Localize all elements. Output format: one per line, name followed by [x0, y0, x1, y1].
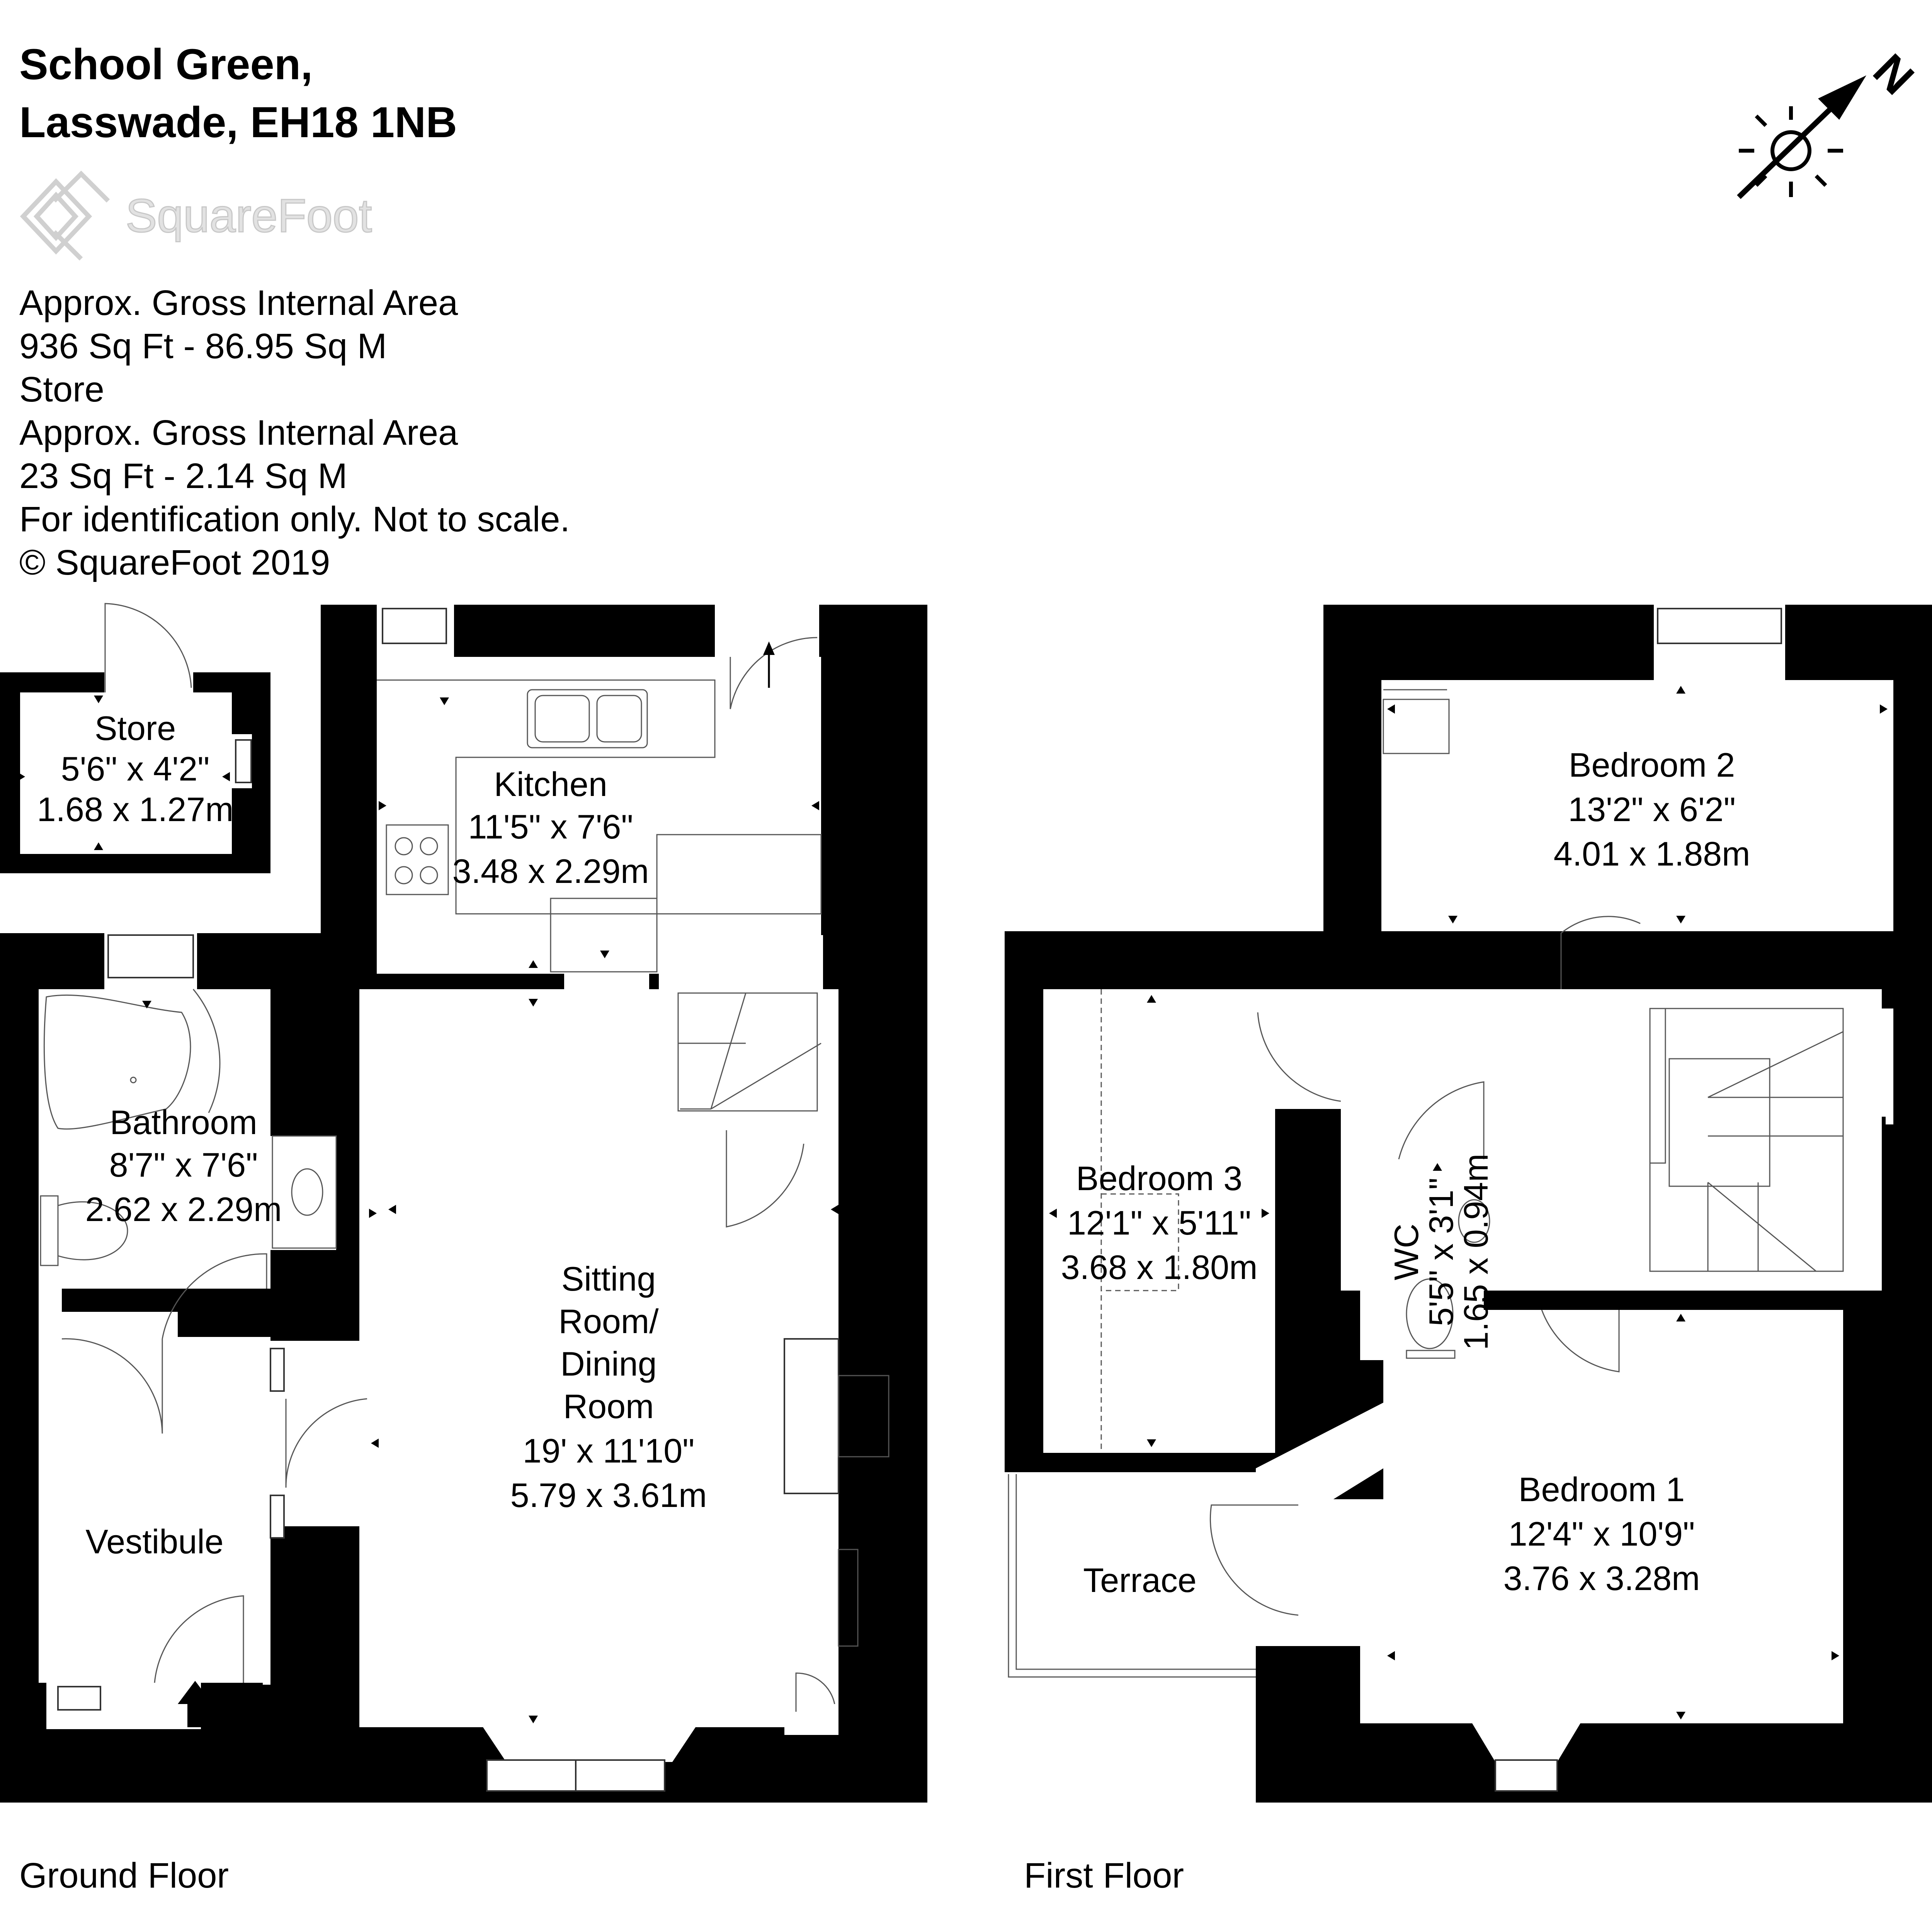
- ground-dimension-arrows: [17, 696, 838, 1723]
- bedroom3-imperial: 12'1" x 5'11": [1067, 1204, 1251, 1242]
- washbasin-icon: [291, 1168, 323, 1216]
- kitchen-imperial: 11'5" x 7'6": [468, 808, 633, 846]
- sitting-name-3: Dining: [560, 1345, 656, 1383]
- bathroom-metric: 2.62 x 2.29m: [85, 1190, 282, 1228]
- bedroom1-window: [1495, 1759, 1558, 1792]
- sitting-imperial: 19' x 11'10": [523, 1432, 695, 1470]
- sitting-name-4: Room: [563, 1387, 654, 1425]
- sitting-metric: 5.79 x 3.61m: [510, 1476, 707, 1514]
- bedroom1-metric: 3.76 x 3.28m: [1503, 1559, 1700, 1597]
- wc-door: [1398, 1081, 1485, 1160]
- ground-floor: Store 5'6" x 4'2" 1.68 x 1.27m Kitchen 1…: [0, 603, 927, 1895]
- front-door: [154, 1595, 244, 1683]
- fireplace-hearth: [838, 1375, 889, 1458]
- bedroom3-name: Bedroom 3: [1076, 1159, 1242, 1197]
- bedroom2-metric: 4.01 x 1.88m: [1554, 835, 1750, 873]
- squarefoot-logo-icon: [20, 170, 110, 261]
- first-floor-label: First Floor: [1024, 1856, 1184, 1895]
- bedroom2-imperial: 13'2" x 6'2": [1568, 790, 1736, 828]
- compass: N: [1737, 44, 1924, 199]
- terrace-rail: [1008, 1474, 1256, 1678]
- store-metric: 1.68 x 1.27m: [37, 790, 234, 828]
- bathroom-window: [107, 934, 194, 978]
- kitchen-name: Kitchen: [494, 765, 607, 803]
- area-line-2: 936 Sq Ft - 86.95 Sq M: [19, 327, 387, 366]
- hob-icon: [386, 824, 449, 895]
- vestibule-inner-door: [285, 1398, 367, 1488]
- area-line-3: Store: [19, 370, 104, 409]
- bedroom3-door: [1257, 1012, 1341, 1102]
- header: School Green, Lasswade, EH18 1NB SquareF…: [19, 40, 1924, 582]
- area-line-6: For identification only. Not to scale.: [19, 500, 570, 539]
- area-line-4: Approx. Gross Internal Area: [19, 413, 458, 452]
- vestibule-cupboard-door: [61, 1338, 163, 1434]
- ground-room-labels: Store 5'6" x 4'2" 1.68 x 1.27m Kitchen 1…: [37, 709, 707, 1561]
- first-floor-dimension-arrows: [1049, 686, 1888, 1719]
- wc-toilet-icon: [1406, 1278, 1454, 1349]
- bathroom-door: [162, 1253, 267, 1339]
- kitchen-fittings: [377, 637, 822, 973]
- bathroom-name: Bathroom: [110, 1103, 257, 1141]
- address-line-2: Lasswade, EH18 1NB: [19, 98, 457, 146]
- area-line-5: 23 Sq Ft - 2.14 Sq M: [19, 456, 347, 496]
- bedroom2-name: Bedroom 2: [1569, 746, 1735, 784]
- kitchen-sink-icon: [527, 689, 648, 748]
- sun-icon: [1739, 106, 1843, 197]
- compass-north-label: N: [1864, 44, 1924, 104]
- first-floor-stairs: [1100, 989, 1844, 1453]
- bedroom1-door: [1541, 1310, 1620, 1372]
- area-line-1: Approx. Gross Internal Area: [19, 283, 458, 323]
- wc-imperial: 5'5" x 3'1": [1422, 1178, 1460, 1327]
- ground-left-walls: [0, 933, 377, 1803]
- squarefoot-logo: SquareFoot: [20, 170, 372, 261]
- kitchen-worktop: [377, 679, 716, 915]
- terrace-door: [1209, 1504, 1299, 1616]
- kitchen-back-door: [730, 637, 818, 709]
- first-floor: Bedroom 2 13'2" x 6'2" 4.01 x 1.88m Bedr…: [1005, 605, 1932, 1895]
- store-imperial: 5'6" x 4'2": [61, 750, 210, 788]
- washbasin-unit: [272, 1135, 337, 1249]
- sitting-room-door: [726, 1130, 804, 1228]
- wc-name: WC: [1387, 1224, 1425, 1281]
- bathroom-imperial: 8'7" x 7'6": [109, 1146, 258, 1184]
- north-arrow-icon: [1737, 75, 1866, 199]
- first-floor-doors: [1209, 689, 1641, 1616]
- bedroom1-imperial: 12'4" x 10'9": [1509, 1515, 1695, 1553]
- bedroom2-window: [1657, 608, 1782, 644]
- area-line-7: © SquareFoot 2019: [19, 543, 330, 582]
- toilet-icon: [57, 1201, 128, 1260]
- wc-metric: 1.65 x 0.94m: [1457, 1154, 1495, 1350]
- ground-stairs: [677, 992, 821, 1112]
- wc-basin-icon: [1458, 1199, 1490, 1243]
- squarefoot-logo-text: SquareFoot: [126, 189, 372, 242]
- terrace-name: Terrace: [1083, 1561, 1196, 1599]
- bedroom2-door: [1560, 916, 1641, 989]
- bedroom3-metric: 3.68 x 1.80m: [1061, 1248, 1258, 1286]
- side-window: [838, 1549, 859, 1647]
- store-window: [235, 739, 252, 783]
- ground-floor-label: Ground Floor: [19, 1856, 229, 1895]
- wc-fittings: [1406, 1199, 1490, 1359]
- bedroom1-name: Bedroom 1: [1519, 1470, 1685, 1509]
- corner-bath-icon: [43, 994, 191, 1130]
- area-info: Approx. Gross Internal Area 936 Sq Ft - …: [19, 283, 570, 582]
- store-door: [104, 603, 192, 692]
- store-room: [0, 603, 270, 873]
- sitting-name-1: Sitting: [561, 1260, 656, 1298]
- first-floor-walls: [1005, 605, 1932, 1803]
- kitchen-metric: 3.48 x 2.29m: [452, 852, 649, 890]
- sitting-name-2: Room/: [558, 1302, 659, 1340]
- address-line-1: School Green,: [19, 40, 313, 88]
- first-room-labels: Bedroom 2 13'2" x 6'2" 4.01 x 1.88m Bedr…: [1061, 746, 1750, 1599]
- kitchen-window: [382, 608, 447, 644]
- bathroom-fittings: [40, 989, 367, 1727]
- entrance-arrow-icon: [178, 1681, 213, 1727]
- ground-main-walls: [321, 605, 927, 1803]
- store-name: Store: [95, 709, 176, 747]
- vestibule-window: [57, 1686, 101, 1711]
- sitting-cupboard-door: [795, 1672, 835, 1712]
- vestibule-name: Vestibule: [85, 1522, 223, 1561]
